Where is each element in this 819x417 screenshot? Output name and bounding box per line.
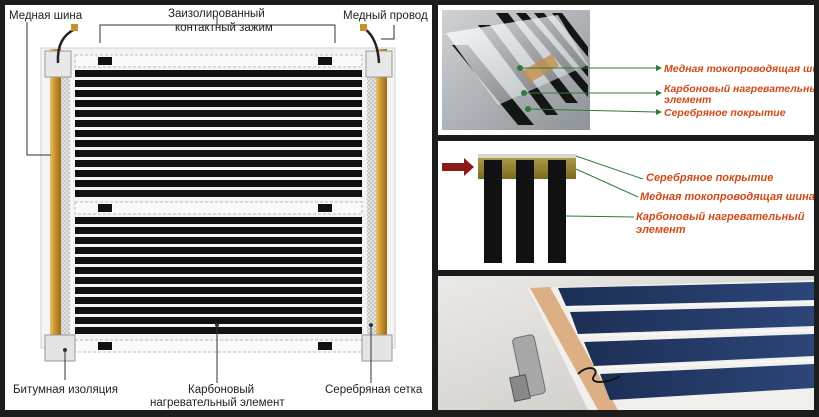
label-cs-carbon-2: элемент	[636, 224, 686, 236]
print-bar-top	[74, 54, 363, 68]
pointer-copper-bus	[26, 22, 51, 156]
carbon-strip	[75, 267, 362, 274]
cross-section-panel: Серебряное покрытие Медная токопроводяща…	[438, 141, 814, 270]
carbon-strip	[75, 217, 362, 224]
carbon-strip	[75, 110, 362, 117]
silver-separator-lines	[565, 301, 814, 369]
carbon-strip	[75, 287, 362, 294]
cable-wire	[577, 367, 621, 383]
carbon-strip	[75, 257, 362, 264]
carbon-strip	[75, 170, 362, 177]
carbon-strip	[75, 70, 362, 77]
logo-mark-bottom-right	[318, 342, 332, 350]
connector-photo-illustration	[438, 276, 814, 410]
copper-edge-strip	[530, 287, 618, 410]
carbon-strip	[75, 160, 362, 167]
silver-mesh-right	[367, 53, 376, 343]
connector-photo-panel	[438, 276, 814, 410]
photo-pointer-lines	[520, 67, 657, 113]
carbon-strip-2	[516, 160, 534, 263]
label-insulated-clamp-2: контактный зажим	[175, 22, 273, 34]
label-copper-wire: Медный провод	[343, 10, 428, 22]
label-cs-copper-bus: Медная токопроводящая шина	[640, 191, 814, 203]
carbon-strip	[75, 100, 362, 107]
pointer-dot-silver	[369, 323, 373, 327]
carbon-strip	[75, 80, 362, 87]
heater-film-diagram-panel: Медная шина Заизолированный контактный з…	[5, 5, 432, 410]
carbon-strip-3	[548, 160, 566, 263]
arrow-head-2	[656, 90, 662, 96]
current-arrow	[442, 158, 474, 176]
carbon-strips	[75, 70, 362, 334]
silver-mesh-left	[61, 53, 70, 343]
carbon-strip	[75, 277, 362, 284]
label-photo-silver: Серебряное покрытие	[664, 107, 786, 119]
pointer-dot-carbon	[215, 323, 219, 327]
logo-mark-bottom	[98, 342, 112, 350]
carbon-strip	[75, 180, 362, 187]
label-photo-copper-bus: Медная токопроводящая шина	[664, 63, 814, 75]
label-carbon-element-2: нагревательный элемент	[150, 397, 285, 409]
carbon-strip	[75, 150, 362, 157]
label-photo-carbon-1: Карбоновый нагревательный	[664, 83, 814, 95]
carbon-strip	[75, 130, 362, 137]
arrow-head-3	[656, 109, 662, 115]
cross-section-pointers	[565, 155, 644, 218]
photo-foil-sheet	[446, 15, 588, 105]
bitumen-pad-right	[361, 334, 393, 362]
photo-closeup-panel: Медная токопроводящая шина Карбоновый на…	[438, 5, 814, 135]
logo-mark-middle-right	[318, 204, 332, 212]
terminal-clamp	[512, 334, 546, 398]
print-bar-middle	[74, 201, 363, 215]
wire-tip-left	[71, 24, 78, 31]
carbon-strip	[75, 247, 362, 254]
carbon-strip	[75, 297, 362, 304]
wire-tip-right	[360, 24, 367, 31]
pointer-dot-bitumen	[63, 348, 67, 352]
carbon-strip	[75, 190, 362, 197]
copper-bus-left	[50, 49, 61, 345]
carbon-strip	[75, 307, 362, 314]
carbon-strip	[75, 317, 362, 324]
label-bitumen-insulation: Битумная изоляция	[13, 384, 118, 396]
carbon-strip-1	[484, 160, 502, 263]
cross-section-illustration	[442, 154, 644, 263]
heater-film-diagram	[26, 17, 396, 383]
logo-mark-middle	[98, 204, 112, 212]
terminal-screw	[509, 374, 531, 402]
logo-mark-top-right	[318, 57, 332, 65]
silver-coating-strip	[478, 154, 576, 158]
carbon-strip	[75, 140, 362, 147]
label-cs-carbon-1: Карбоновый нагревательный	[636, 211, 805, 223]
navy-carbon-stripes	[558, 282, 814, 400]
carbon-strip	[75, 120, 362, 127]
photo-closeup-illustration	[442, 10, 662, 130]
arrow-head-1	[656, 65, 662, 71]
bitumen-pad-left	[44, 334, 76, 362]
label-copper-bus: Медная шина	[9, 10, 83, 22]
logo-mark-top	[98, 57, 112, 65]
carbon-strip	[75, 90, 362, 97]
label-carbon-element-1: Карбоновый	[188, 384, 255, 396]
copper-bus-right	[376, 49, 387, 345]
label-silver-mesh: Серебряная сетка	[325, 384, 423, 396]
label-cs-silver: Серебряное покрытие	[646, 172, 774, 184]
carbon-strip	[75, 327, 362, 334]
carbon-strip	[75, 237, 362, 244]
label-insulated-clamp-1: Заизолированный	[168, 8, 265, 20]
label-photo-carbon-2: элемент	[664, 94, 712, 106]
carbon-strip	[75, 227, 362, 234]
pointer-copper-wire	[381, 25, 395, 40]
